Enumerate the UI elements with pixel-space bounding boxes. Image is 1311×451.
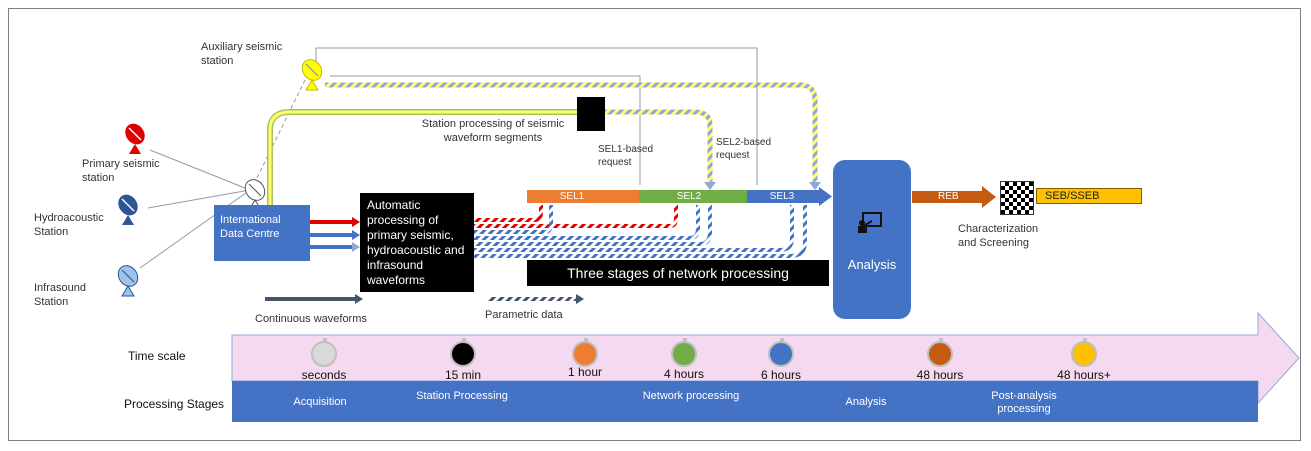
hydroacoustic-station-label: Hydroacoustic Station (34, 212, 104, 238)
primary-station-label: Primary seismic station (82, 158, 160, 184)
parametric-data-label: Parametric data (485, 309, 563, 321)
seb-sseb-box: SEB/SSEB (1036, 188, 1142, 204)
stopwatch-icon (450, 338, 476, 367)
stage-station-processing: Station Processing (416, 390, 508, 402)
stage-post-analysis: Post-analysis processing (991, 390, 1057, 415)
diagram-frame (8, 8, 1301, 441)
station-processing-label: Station processing of seismic waveform s… (421, 118, 565, 144)
sel1-request-label: SEL1-based request (598, 144, 654, 168)
timescale-label: 15 min (444, 368, 482, 382)
screening-checker-icon (1000, 181, 1034, 215)
reb-label: REB (912, 191, 982, 203)
stopwatch-icon (1071, 338, 1097, 367)
sel2-label: SEL2 (676, 191, 702, 202)
time-scale-label: Time scale (128, 349, 186, 363)
analysis-label: Analysis (847, 257, 897, 272)
stopwatch-icon (671, 338, 697, 367)
continuous-waveforms-label: Continuous waveforms (255, 313, 367, 325)
auxiliary-station-label: Auxiliary seismic station (201, 41, 283, 67)
stopwatch-icon (768, 338, 794, 367)
timescale-label: 1 hour (567, 365, 603, 379)
timescale-label: 48 hours+ (1057, 368, 1111, 382)
timescale-label: 4 hours (663, 367, 705, 381)
sel2-request-label: SEL2-based request (716, 137, 772, 161)
automatic-processing-box: Automatic processing of primary seismic,… (360, 193, 474, 292)
processing-stages-label: Processing Stages (124, 397, 225, 411)
stopwatch-icon (927, 338, 953, 367)
sel3-label: SEL3 (769, 191, 795, 202)
timescale-label: 48 hours (916, 368, 964, 382)
three-stages-box: Three stages of network processing (527, 260, 829, 286)
presentation-board-icon (858, 212, 882, 233)
stopwatch-icon (572, 338, 598, 367)
analysis-box: Analysis (833, 160, 911, 319)
stage-network-processing: Network processing (642, 390, 740, 402)
stopwatch-icon (311, 338, 337, 367)
timescale-label: seconds (301, 368, 347, 382)
international-data-centre-box: International Data Centre (214, 205, 310, 261)
timescale-label: 6 hours (760, 368, 802, 382)
infrasound-station-label: Infrasound Station (34, 282, 86, 308)
stage-acquisition: Acquisition (293, 396, 347, 408)
station-processing-block (577, 97, 605, 131)
sel1-label: SEL1 (559, 191, 585, 202)
stage-analysis: Analysis (845, 396, 887, 408)
processing-stages-bar: Acquisition Station Processing Network p… (232, 381, 1258, 422)
characterization-label: Characterization and Screening (958, 223, 1039, 249)
